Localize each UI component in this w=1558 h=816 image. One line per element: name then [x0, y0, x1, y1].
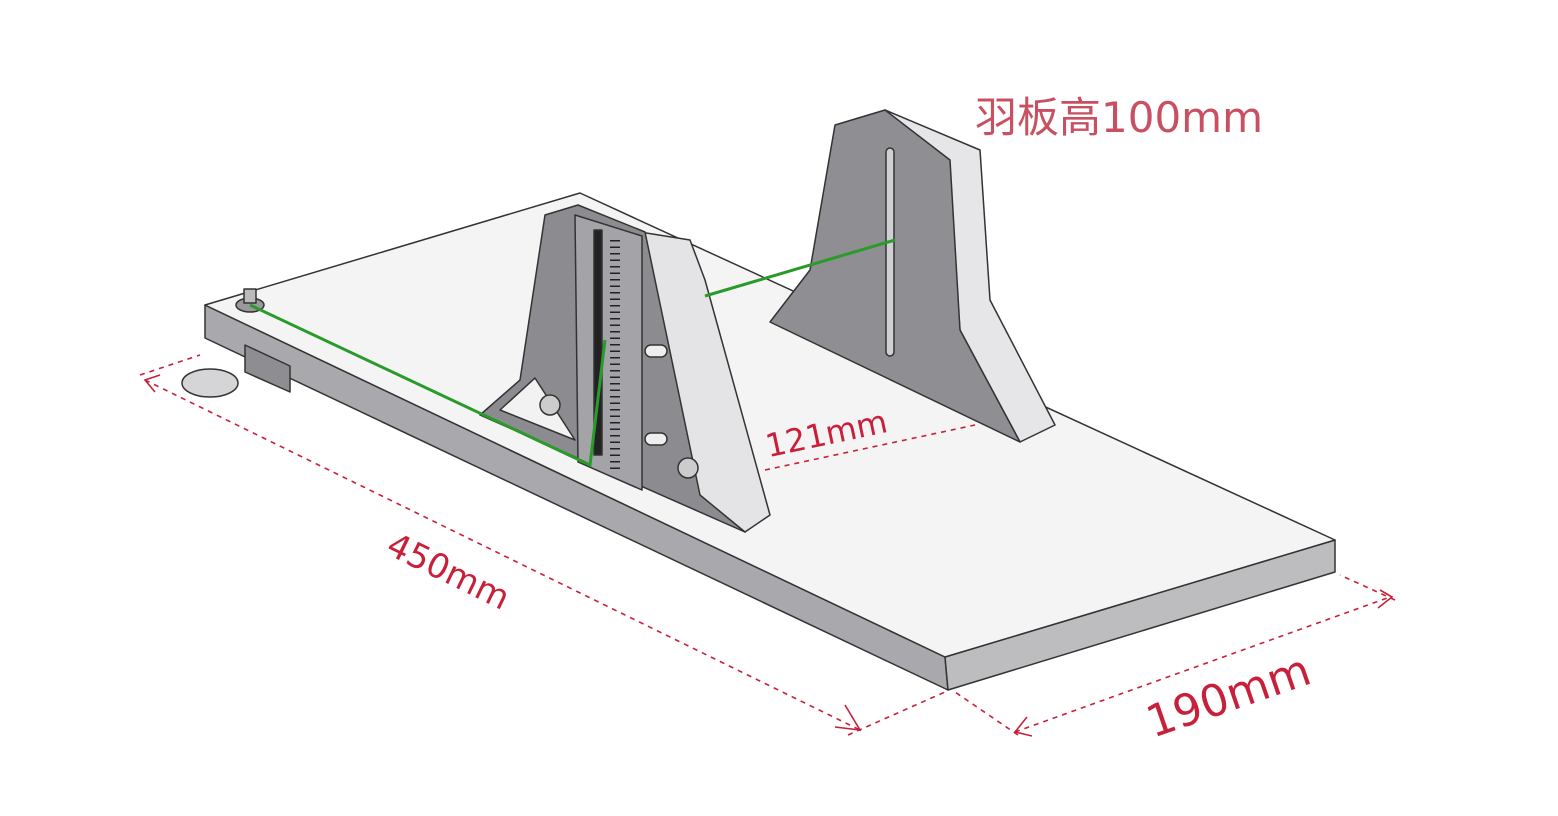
- foot-leg: [244, 344, 291, 393]
- base-plate-top: [204, 192, 1336, 658]
- scale-strip: [574, 214, 643, 491]
- string: [249, 238, 896, 468]
- nut: [677, 457, 699, 479]
- pin: [644, 432, 668, 446]
- scale-slot: [593, 229, 603, 456]
- feather-plate: [769, 109, 1021, 443]
- nut: [539, 394, 561, 416]
- arrowheads: [143, 374, 1394, 737]
- feather-plate-height-label: 羽板高100mm: [975, 93, 1263, 142]
- feather-plate-slot: [885, 147, 895, 357]
- pin: [644, 344, 668, 358]
- dimension-lines: [139, 354, 1396, 736]
- string-knob-post: [243, 288, 257, 304]
- foot-pad: [181, 368, 239, 398]
